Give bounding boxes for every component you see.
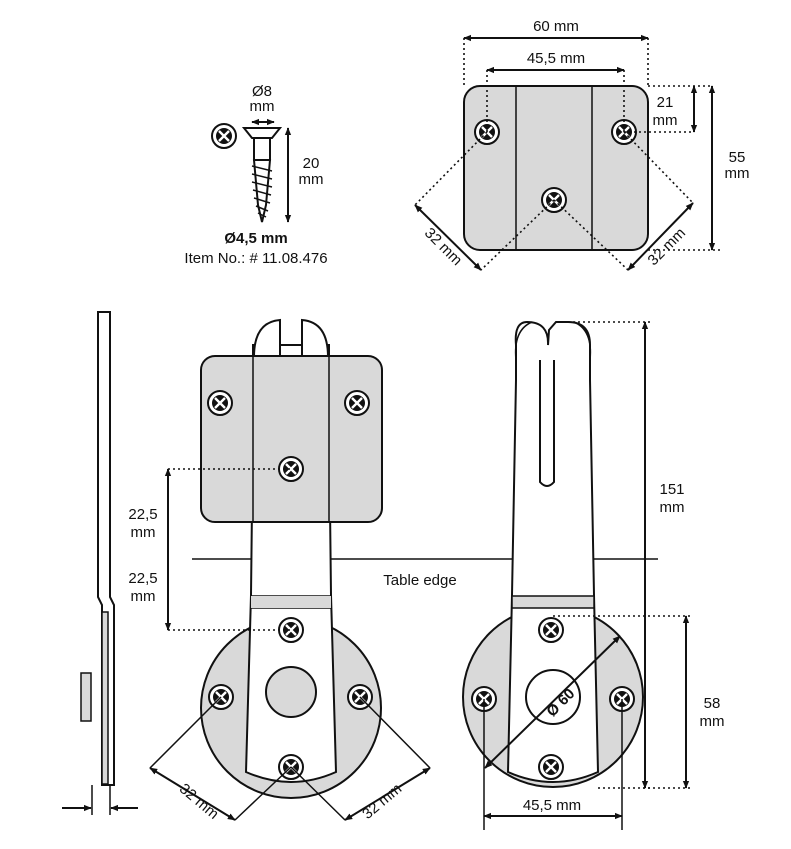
front-spacing-upper-unit-label: mm: [131, 524, 156, 541]
screw-shank-diameter-label: Ø4,5 mm: [224, 230, 287, 247]
front-spacing-upper-label: 22,5: [128, 506, 157, 523]
plate-height-label: 55: [729, 149, 746, 166]
back-view: Ø 60 151 mm 58 mm 45,5 mm: [462, 320, 725, 830]
plate-height-unit-label: mm: [725, 165, 750, 182]
screw-head-unit-label: mm: [250, 98, 275, 115]
plate-hole-offset-label: 21: [657, 94, 674, 111]
front-spacing-lower-unit-label: mm: [131, 588, 156, 605]
back-disc-height-label: 58: [704, 695, 721, 712]
front-spacing-lower-label: 22,5: [128, 570, 157, 587]
front-plate-screw-center-icon: [277, 455, 305, 483]
screw-length-unit-label: mm: [299, 171, 324, 188]
front-diag-left-label: 32 mm: [176, 780, 222, 822]
screw-detail: Ø8 mm 20 mm Ø4,5 mm Item No.: # 11.08.47…: [184, 83, 327, 267]
table-edge-label: Table edge: [383, 572, 456, 589]
back-disc-screw-bottom-icon: [537, 753, 565, 781]
back-hole-spacing-label: 45,5 mm: [523, 797, 581, 814]
front-plate-screw-left-icon: [206, 389, 234, 417]
item-number-label: Item No.: # 11.08.476: [184, 250, 327, 267]
mounting-plate-detail: 60 mm 45,5 mm 21 mm 55 mm 32 mm 32 mm: [414, 18, 750, 271]
front-plate-screw-right-icon: [343, 389, 371, 417]
screw-top-icon: [210, 122, 238, 150]
plate-width-label: 60 mm: [533, 18, 579, 35]
plate-body: [463, 85, 649, 251]
screw-length-label: 20: [303, 155, 320, 172]
screw-side-icon: [241, 127, 283, 223]
back-disc-screw-top-icon: [537, 616, 565, 644]
plate-hole-spacing-label: 45,5 mm: [527, 50, 585, 67]
front-diag-right-label: 32 mm: [359, 780, 405, 822]
front-disc-screw-top-icon: [277, 616, 305, 644]
back-total-length-label: 151: [659, 481, 684, 498]
screw-head-diameter-label: Ø8: [252, 83, 272, 100]
back-disc-height-unit-label: mm: [700, 713, 725, 730]
front-plate: [200, 355, 383, 523]
side-view: [62, 311, 138, 815]
back-total-length-unit-label: mm: [660, 499, 685, 516]
front-hub: [265, 666, 317, 718]
plate-hole-offset-unit-label: mm: [653, 112, 678, 129]
